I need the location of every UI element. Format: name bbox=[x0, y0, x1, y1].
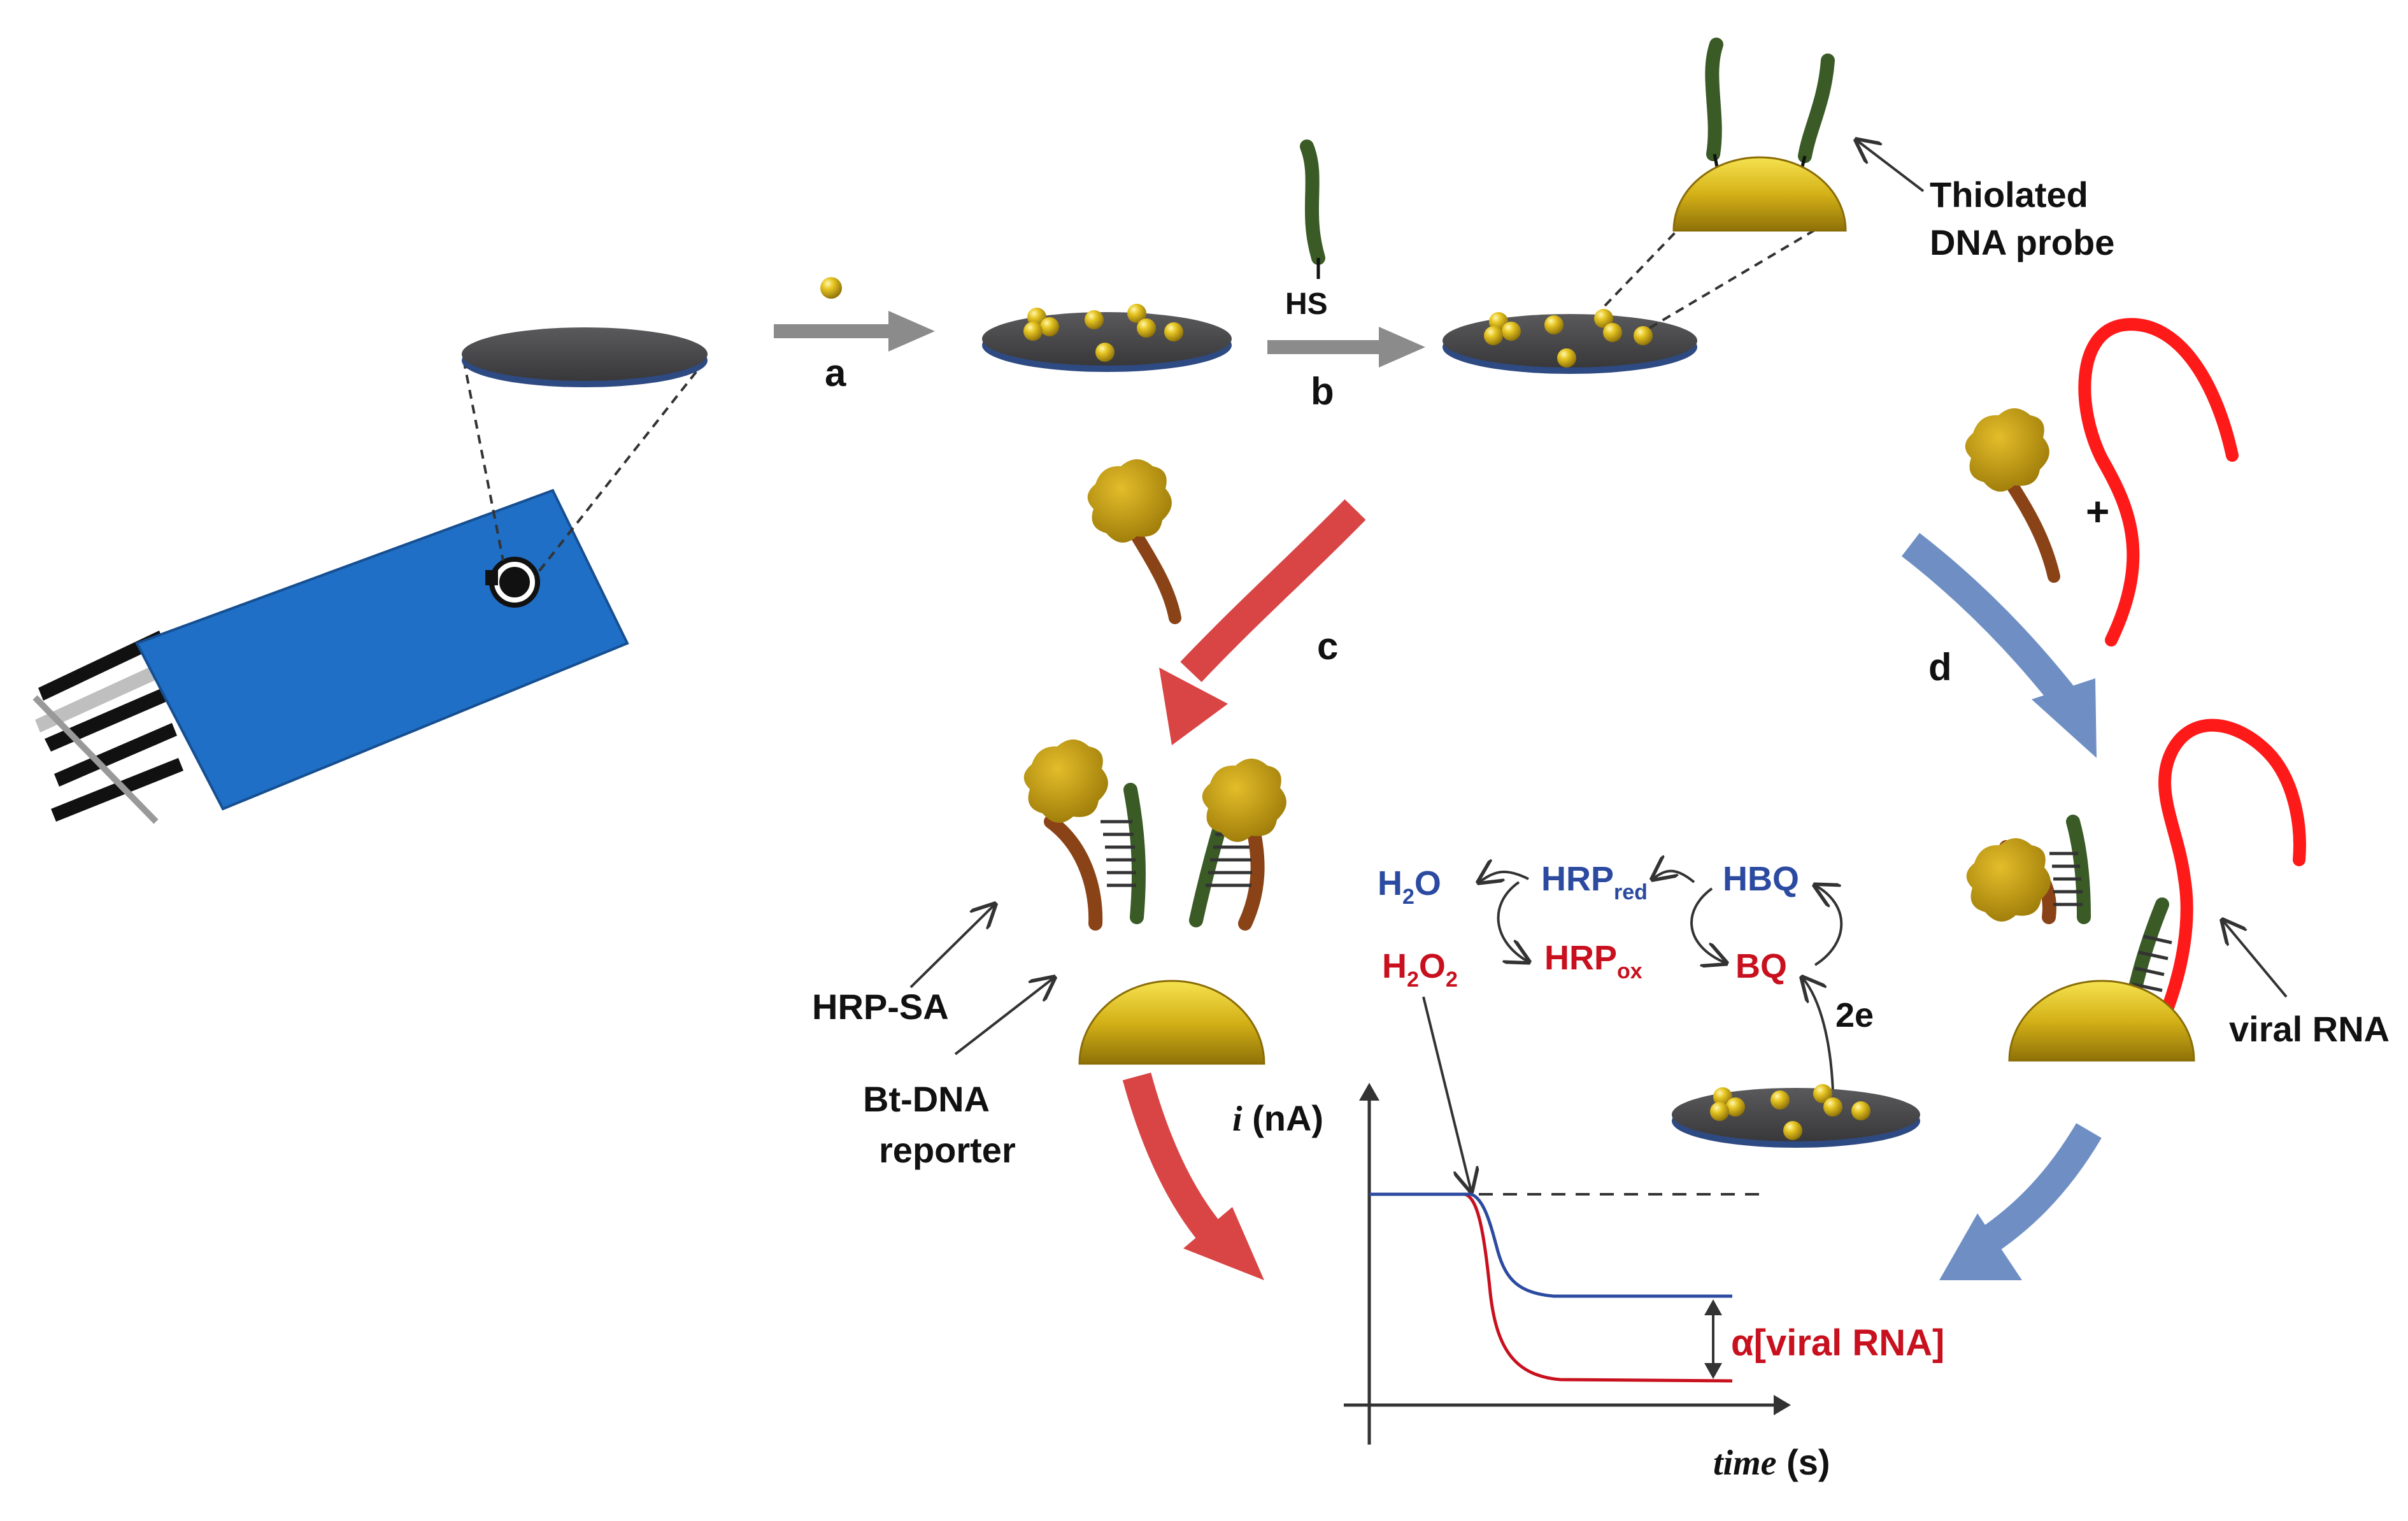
reporter-hybrid-complex bbox=[1023, 739, 1286, 1065]
zoom-line bbox=[1648, 225, 1823, 329]
electrode-contacts bbox=[32, 631, 183, 824]
step-d: + d bbox=[1901, 318, 2239, 758]
rna-hybrid-complex bbox=[1966, 718, 2306, 1062]
thiolated-probe-label-1: Thiolated bbox=[1930, 175, 2088, 215]
blue-arrow-d bbox=[1901, 532, 2079, 710]
red-arrow-c bbox=[1180, 499, 1366, 682]
hs-label: HS bbox=[1285, 287, 1328, 321]
step-d-label: d bbox=[1928, 646, 1952, 689]
hrp-sa-label: HRP-SA bbox=[812, 987, 949, 1027]
viral-rna-label: viral RNA bbox=[2229, 1009, 2390, 1049]
bare-electrode-disk bbox=[462, 327, 708, 387]
base-pairs bbox=[2132, 934, 2172, 992]
red-current-trace bbox=[1369, 1192, 1733, 1383]
gold-nanoparticle-icon bbox=[820, 277, 842, 299]
amperometric-plot: α[viral RNA] i (nA) time (s) bbox=[1232, 1083, 1944, 1483]
aunp-with-probes bbox=[1672, 38, 1847, 232]
gold-nanoparticles bbox=[1710, 1084, 1870, 1140]
pointer-arrow bbox=[2223, 920, 2288, 998]
zoom-line bbox=[462, 359, 504, 561]
screen-printed-electrode bbox=[32, 489, 629, 824]
working-electrode bbox=[485, 557, 540, 608]
bound-viral-rna bbox=[2156, 718, 2306, 1029]
gold-nanoparticles bbox=[1484, 309, 1653, 368]
blue-current-trace bbox=[1369, 1192, 1732, 1298]
hrp-ox-label: HRPox bbox=[1544, 939, 1642, 983]
bt-dna-label-1: Bt-DNA bbox=[863, 1079, 990, 1119]
hrp-reporter-icon bbox=[1087, 459, 1181, 624]
step-b: HS b bbox=[1267, 139, 1425, 413]
base-pairs bbox=[2049, 852, 2083, 906]
step-a-label: a bbox=[825, 352, 846, 394]
thiolated-probe-label-2: DNA probe bbox=[1930, 222, 2114, 262]
step-c-label: c bbox=[1317, 625, 1338, 668]
viral-rna-icon bbox=[2078, 318, 2239, 646]
step-b-label: b bbox=[1311, 370, 1334, 413]
pointer-arrow bbox=[909, 904, 995, 989]
h2o2-label: H2O2 bbox=[1382, 947, 1458, 992]
two-electron-label: 2e bbox=[1835, 996, 1874, 1034]
bq-label: BQ bbox=[1735, 947, 1787, 985]
h2o-label: H2O bbox=[1378, 864, 1441, 909]
pointer-arrow bbox=[954, 978, 1054, 1055]
hbq-label: HBQ bbox=[1723, 860, 1799, 898]
pointer-arrow bbox=[1422, 996, 1471, 1191]
aunp-modified-disk bbox=[982, 304, 1232, 372]
red-arrow-down bbox=[1122, 1072, 1222, 1242]
signal-electrode-disk bbox=[1672, 1084, 1920, 1148]
thiolated-probe-icon bbox=[1300, 139, 1325, 265]
pointer-arrow bbox=[1856, 140, 1925, 192]
zoom-line bbox=[1604, 225, 1683, 307]
probe-modified-disk bbox=[1443, 309, 1697, 374]
difference-label: α[viral RNA] bbox=[1731, 1322, 1944, 1364]
hrp-red-label: HRPred bbox=[1541, 860, 1648, 904]
x-axis-label: time (s) bbox=[1713, 1442, 1830, 1483]
y-axis-label: i (nA) bbox=[1232, 1098, 1323, 1139]
step-c: c bbox=[1087, 459, 1366, 745]
hrp-reporter-icon bbox=[1965, 408, 2060, 583]
electrode-strip bbox=[135, 489, 629, 811]
base-pairs bbox=[1101, 820, 1136, 887]
plus-sign: + bbox=[2086, 489, 2109, 534]
gold-nanoparticles bbox=[1023, 304, 1183, 362]
zoom-line bbox=[534, 359, 707, 578]
bt-dna-label-2: reporter bbox=[879, 1130, 1016, 1170]
step-a: a bbox=[774, 277, 935, 394]
enzymatic-cycle: H2O H2O2 HRPred HRPox HBQ BQ 2e bbox=[1378, 860, 1874, 1191]
